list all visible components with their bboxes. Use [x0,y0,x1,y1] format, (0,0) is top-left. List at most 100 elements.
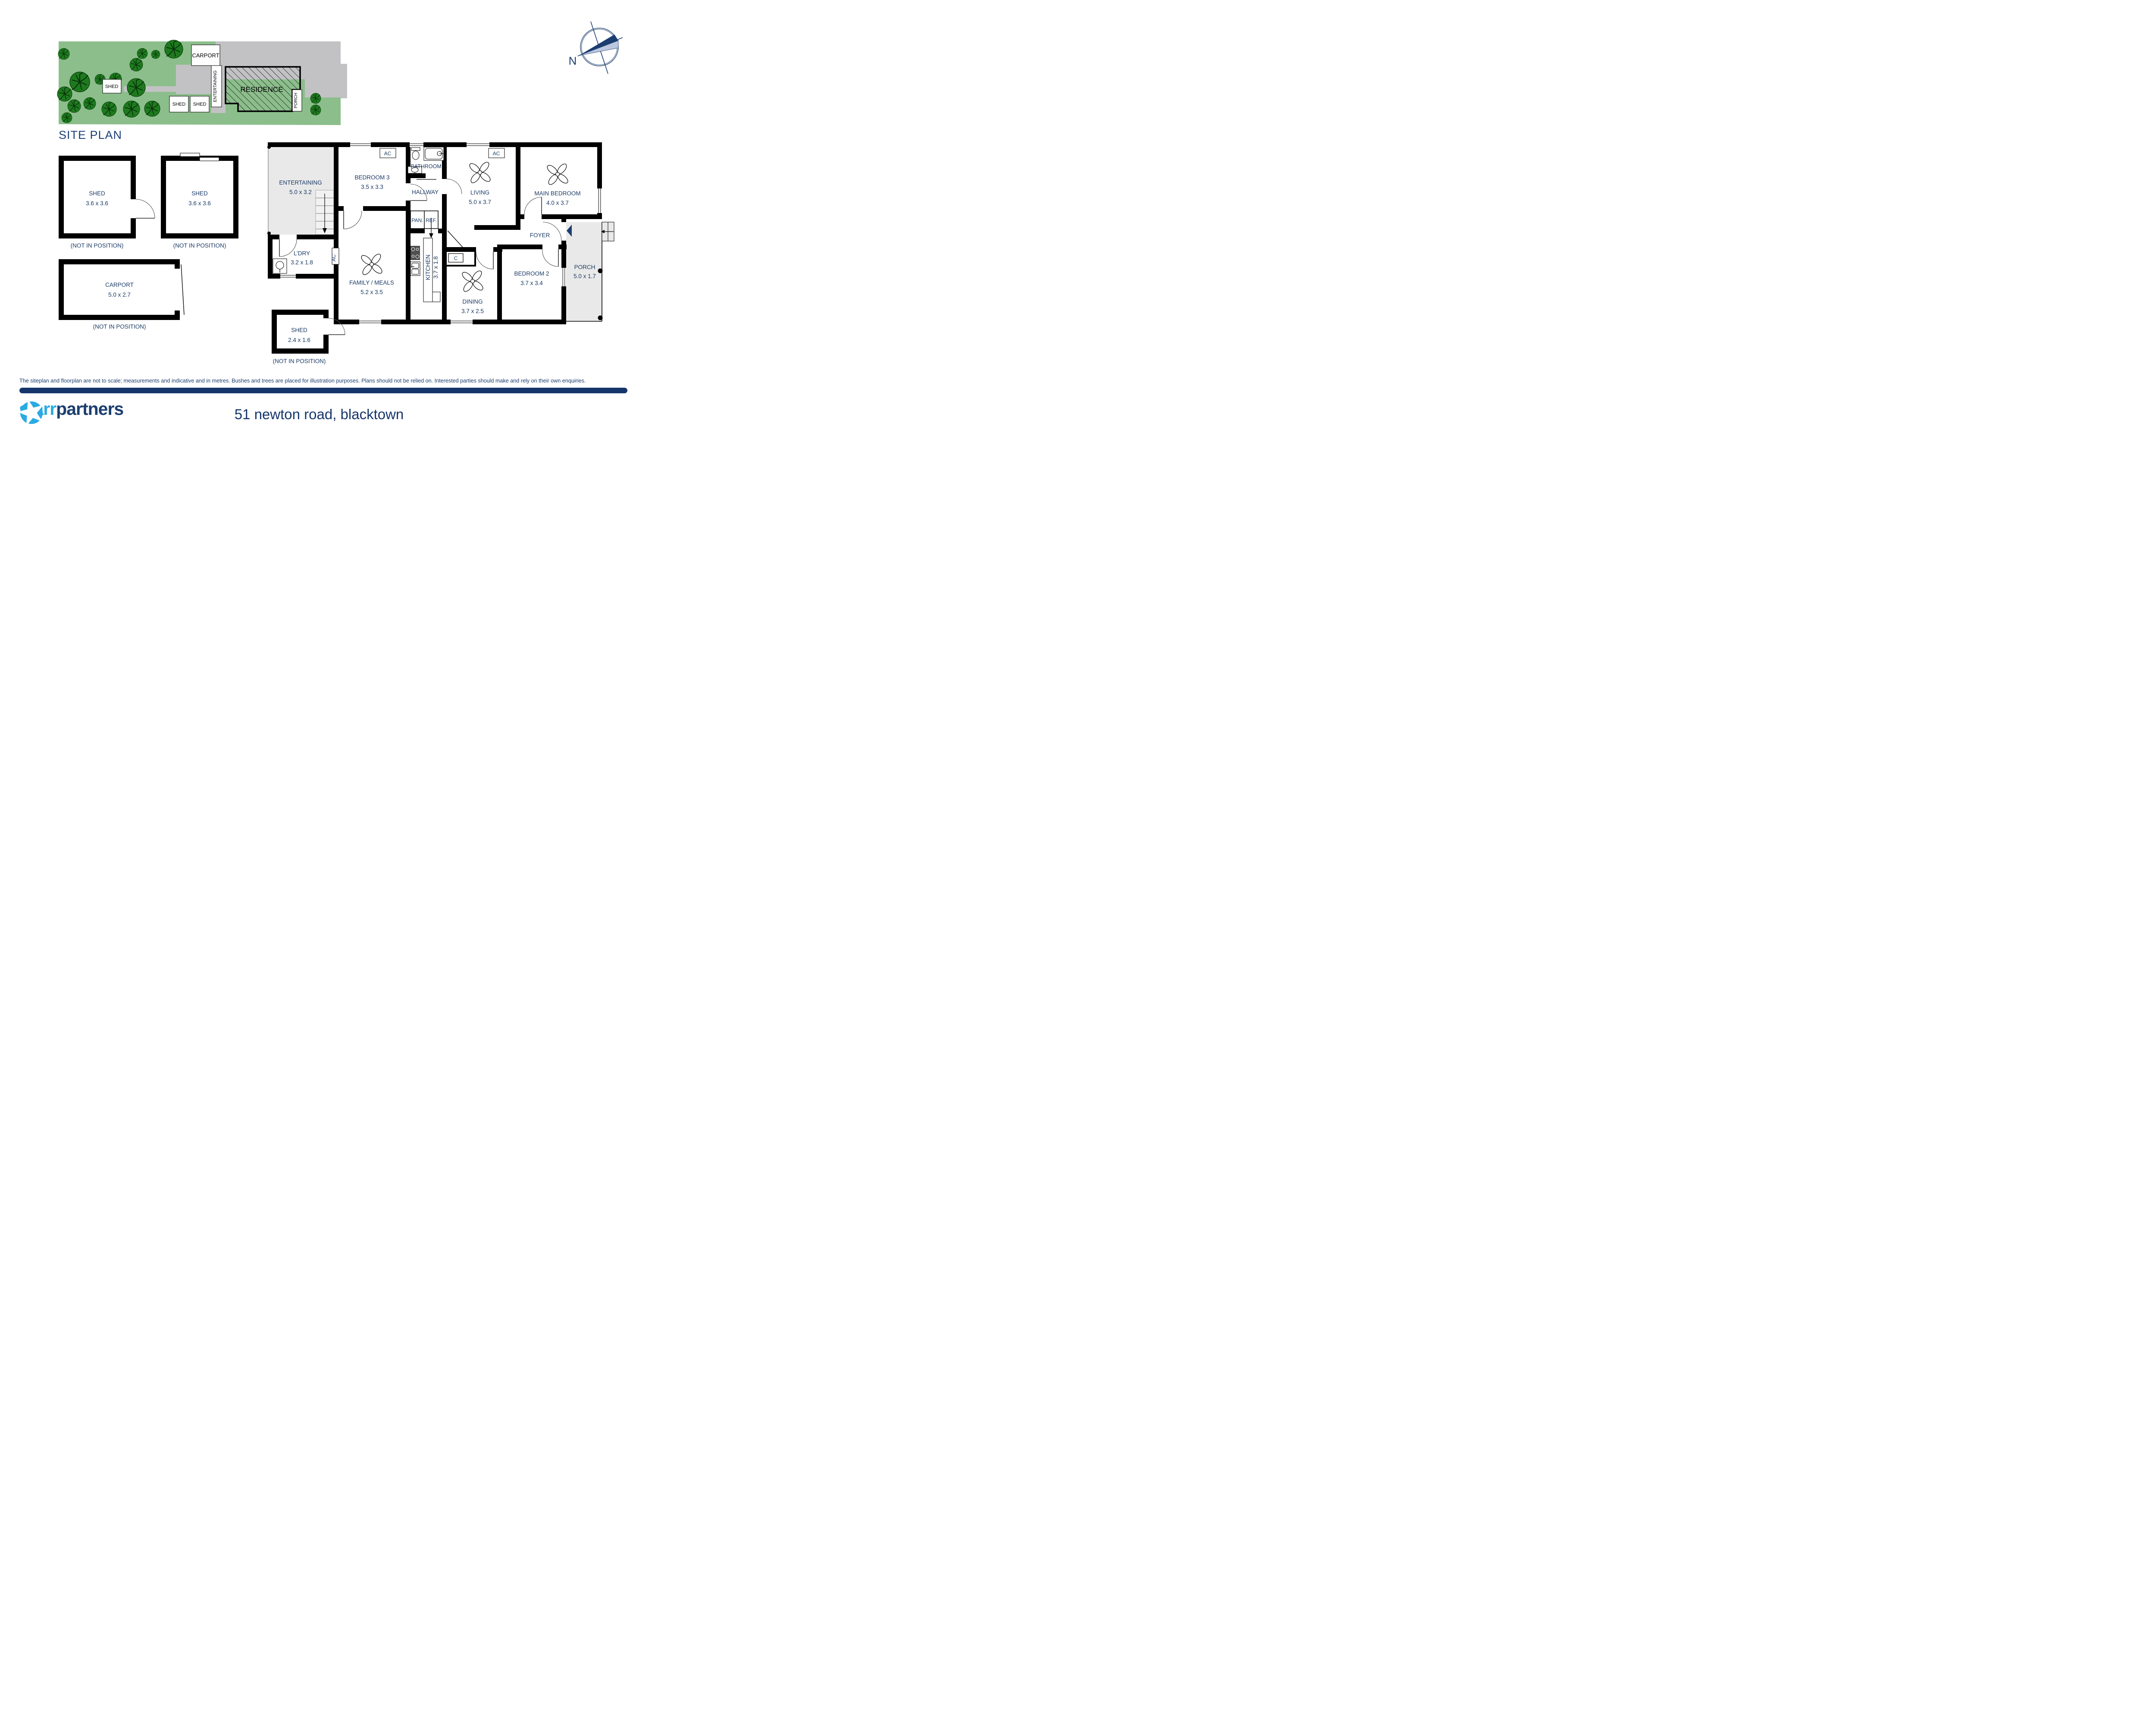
compass-needle-light [578,40,619,56]
room-label-laundry: L’DRY [294,250,310,257]
stairs-down-arrow [323,228,327,233]
starr-partners-star-icon [19,400,44,425]
room-label-bathroom: BATHROOM [411,163,441,169]
stove [411,246,420,260]
shed3-dims: 2.4 x 1.6 [288,337,310,343]
door-arc [542,249,559,267]
compass: N [569,21,623,74]
shed2-note: (NOT IN POSITION) [173,242,226,249]
site-residence-label: RESIDENCE [240,85,283,94]
porch-post [598,268,603,273]
site-shed-bottom2-box [190,96,210,113]
entry-arrow [429,218,433,238]
room-dims-kitchen: 3.7 x 1.8 [432,256,439,279]
site-carport-label: CARPORT [192,52,219,59]
steps-arrow [601,230,605,233]
site-porch-label: PORCH [294,93,298,108]
brand-logo: starrpartners [19,399,124,425]
porch-post [598,315,603,320]
bathroom-fixtures [407,147,444,180]
toilet-bowl [412,151,420,160]
brand-partners: partners [56,399,124,419]
shed2-dims: 3.6 x 3.6 [188,200,211,207]
site-shed-bottom2-label: SHED [193,102,207,107]
divider-bar [19,388,627,393]
site-driveway [124,41,347,113]
room-label-bedroom3: BEDROOM 3 [354,174,389,181]
room-label-foyer: FOYER [530,232,550,238]
front-entry-marker [567,225,572,237]
window [561,268,566,286]
window [350,142,371,147]
shed1-dims: 3.6 x 3.6 [86,200,108,207]
ac-unit [332,248,339,265]
sliding-door-panel [180,153,200,157]
carport-open-edge [181,264,185,315]
toilet-tank [411,147,420,151]
shed1-label: SHED [89,190,105,197]
room-dims-porch: 5.0 x 1.7 [573,273,596,279]
window [467,142,489,147]
disclaimer-text: The siteplan and floorplan are not to sc… [19,378,586,384]
site-shed-left-label: SHED [105,84,119,89]
structure-shed2: SHED 3.6 x 3.6 (NOT IN POSITION) [161,153,238,249]
window [451,320,473,324]
porch-floor [566,222,602,321]
closet-box [448,253,464,263]
ceiling-fan [359,252,384,277]
kitchen-bench-return [432,292,441,302]
carport-dims: 5.0 x 2.7 [108,292,131,298]
window [597,188,602,213]
room-label-main-bedroom: MAIN BEDROOM [534,190,580,197]
compass-needle-dark [579,34,618,56]
sliding-door-panel [199,157,219,161]
room-dims-main-bedroom: 4.0 x 3.7 [546,200,569,206]
carport-note: (NOT IN POSITION) [93,323,146,330]
stairs [315,190,334,235]
site-entertaining-box [211,65,222,107]
shed1-note: (NOT IN POSITION) [71,242,124,249]
room-dims-laundry: 3.2 x 1.8 [291,259,313,266]
closet-label: C [454,255,458,261]
room-dims-dining: 3.7 x 2.5 [461,308,484,314]
shed3-note: (NOT IN POSITION) [273,358,326,364]
ac-label: AC [493,151,500,157]
site-shed-bottom1-label: SHED [172,102,186,107]
door-arc [343,210,362,229]
site-shed-bottom1-box [169,96,189,113]
ceiling-fan [460,269,485,294]
room-label-fridge: REF. [426,217,437,223]
property-address: 51 newton road, blacktown [234,406,404,422]
room-label-living: LIVING [470,189,489,196]
room-label-family: FAMILY / MEALS [349,279,394,286]
room-label-porch: PORCH [574,264,595,270]
room-label-hallway: HALLWAY [412,189,439,195]
structure-carport: CARPORT 5.0 x 2.7 (NOT IN POSITION) [59,259,185,330]
room-label-kitchen: KITCHEN [425,254,431,280]
site-carport-box [191,44,220,66]
room-label-entertaining: ENTERTAINING [279,179,322,186]
door-arc [476,251,494,270]
structure-shed1: SHED 3.6 x 3.6 (NOT IN POSITION) [59,156,155,249]
site-shed-left-box [102,79,122,94]
floorplan-page: CARPORT ENTERTAINING RESIDENCE PORCH SHE… [0,0,647,431]
kitchen-fixtures [410,238,441,302]
room-dims-entertaining: 5.0 x 3.2 [289,189,312,195]
laundry-fixtures [273,258,287,274]
plan-canvas: CARPORT ENTERTAINING RESIDENCE PORCH SHE… [57,21,623,364]
room-label-dining: DINING [462,298,483,305]
external-structures: SHED 3.6 x 3.6 (NOT IN POSITION) SHED 3.… [59,153,345,364]
laundry-basin [276,261,284,270]
site-porch-box [292,89,302,112]
door-arc [446,179,462,194]
site-plan: CARPORT ENTERTAINING RESIDENCE PORCH SHE… [57,40,347,141]
compass-north-label: N [569,54,577,67]
room-label-bedroom2: BEDROOM 2 [514,270,549,277]
angled-door-leaf [447,230,466,251]
ac-unit [488,148,505,158]
room-dims-family: 5.2 x 3.5 [360,289,383,295]
room-dims-living: 5.0 x 3.7 [469,199,491,205]
windows [280,142,602,324]
window [410,142,423,147]
room-dims-bedroom3: 3.5 x 3.3 [361,184,383,190]
